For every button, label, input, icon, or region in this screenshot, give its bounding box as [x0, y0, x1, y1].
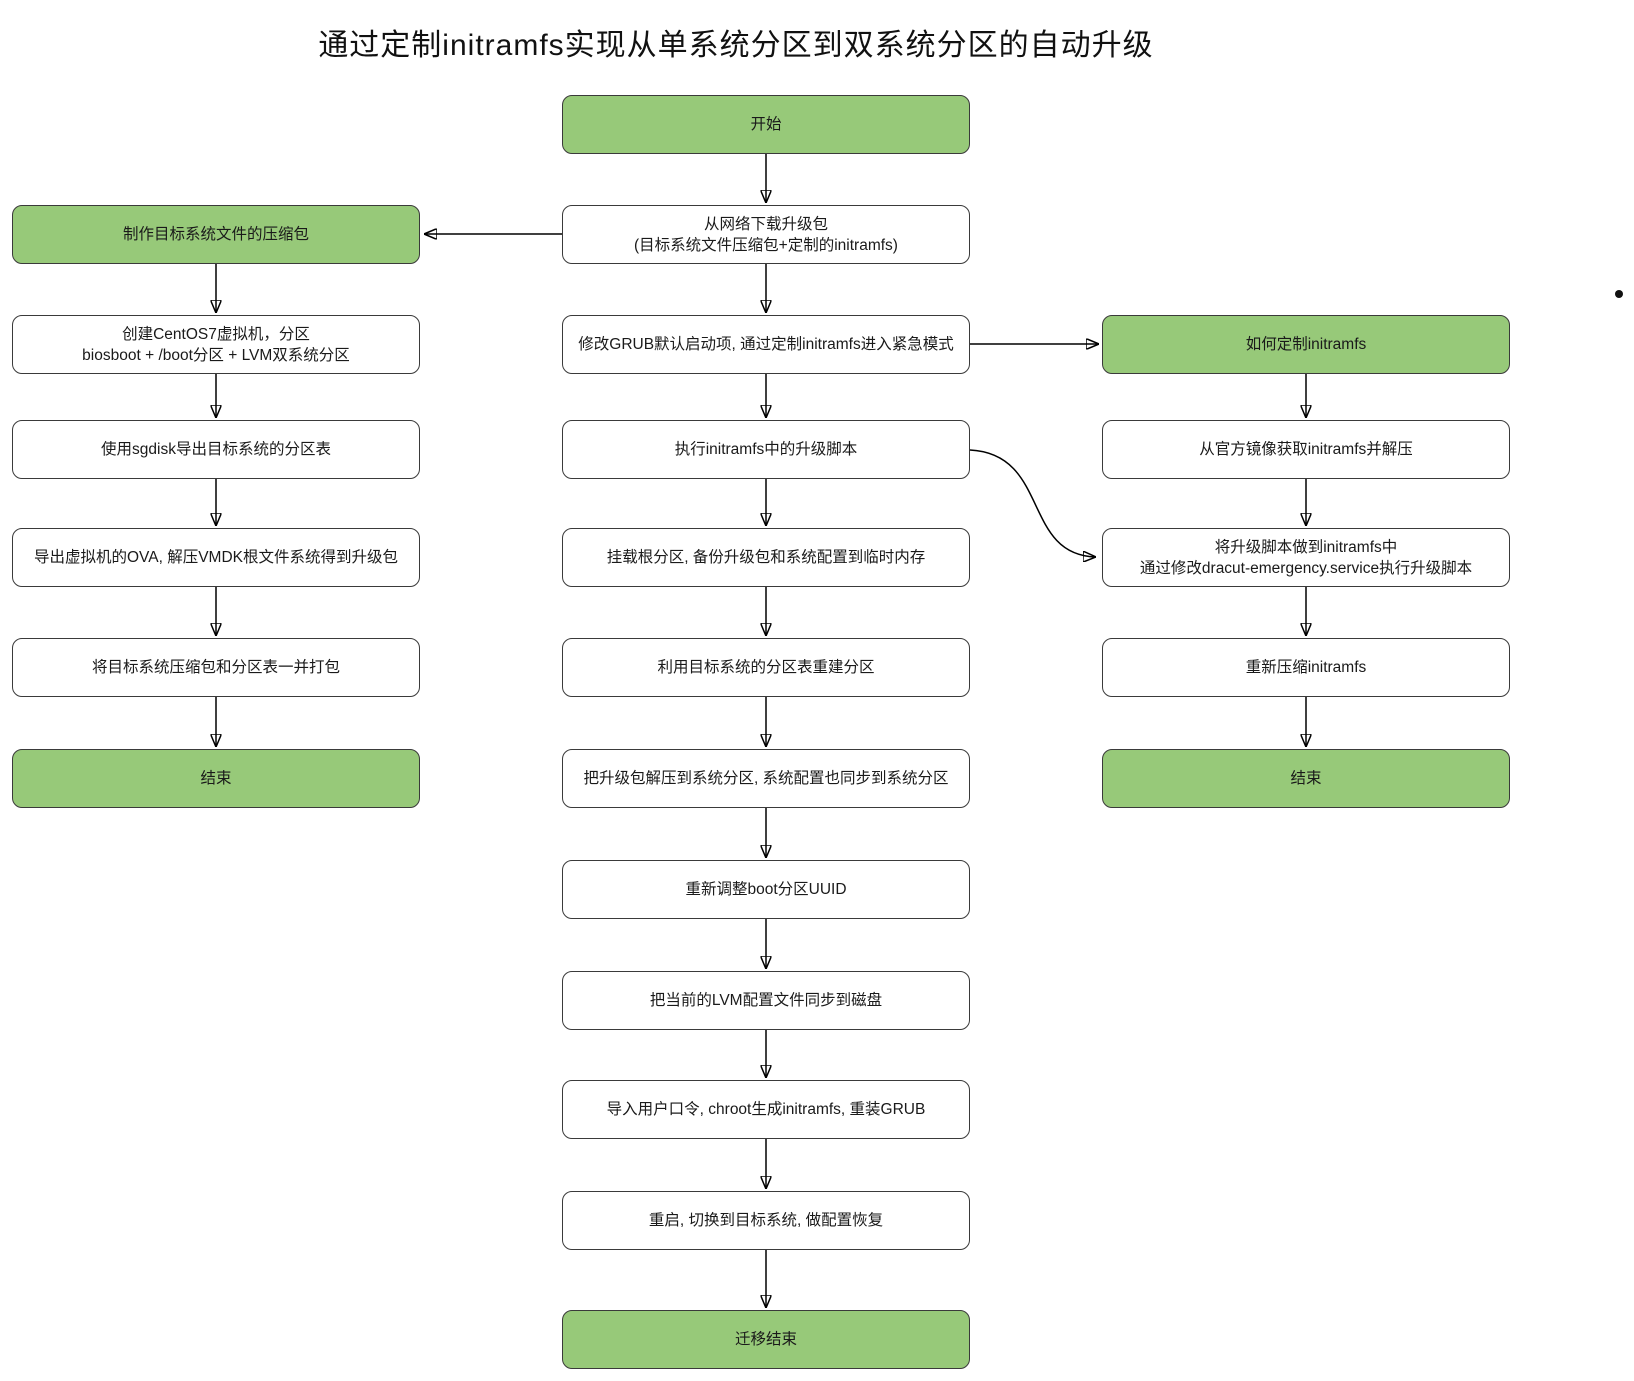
flow-node-mount-root: 挂载根分区, 备份升级包和系统配置到临时内存	[562, 528, 970, 587]
flow-node-export-ova: 导出虚拟机的OVA, 解压VMDK根文件系统得到升级包	[12, 528, 420, 587]
diagram-title: 通过定制initramfs实现从单系统分区到双系统分区的自动升级	[318, 29, 1154, 62]
flow-node-reboot-switch: 重启, 切换到目标系统, 做配置恢复	[562, 1191, 970, 1250]
flow-node-export-partition-table: 使用sgdisk导出目标系统的分区表	[12, 420, 420, 479]
flow-node-left-end: 结束	[12, 749, 420, 808]
flow-node-rebuild-partitions: 利用目标系统的分区表重建分区	[562, 638, 970, 697]
flow-node-make-tarball: 制作目标系统文件的压缩包	[12, 205, 420, 264]
flow-node-recompress: 重新压缩initramfs	[1102, 638, 1510, 697]
flow-node-run-upgrade-script: 执行initramfs中的升级脚本	[562, 420, 970, 479]
flow-node-create-vm: 创建CentOS7虚拟机，分区 biosboot + /boot分区 + LVM…	[12, 315, 420, 374]
flow-node-start: 开始	[562, 95, 970, 154]
flow-node-sync-lvm-config: 把当前的LVM配置文件同步到磁盘	[562, 971, 970, 1030]
flow-node-pack-together: 将目标系统压缩包和分区表一并打包	[12, 638, 420, 697]
flow-node-download-package: 从网络下载升级包 (目标系统文件压缩包+定制的initramfs)	[562, 205, 970, 264]
flow-node-adjust-boot-uuid: 重新调整boot分区UUID	[562, 860, 970, 919]
arrow-script-to-addscript-curve	[969, 449, 1096, 557]
flow-node-right-end: 结束	[1102, 749, 1510, 808]
flow-node-extract-package: 把升级包解压到系统分区, 系统配置也同步到系统分区	[562, 749, 970, 808]
flow-node-get-initramfs: 从官方镜像获取initramfs并解压	[1102, 420, 1510, 479]
flow-node-add-script: 将升级脚本做到initramfs中 通过修改dracut-emergency.s…	[1102, 528, 1510, 587]
flow-node-import-password: 导入用户口令, chroot生成initramfs, 重装GRUB	[562, 1080, 970, 1139]
flow-node-how-to-customize: 如何定制initramfs	[1102, 315, 1510, 374]
flow-node-modify-grub: 修改GRUB默认启动项, 通过定制initramfs进入紧急模式	[562, 315, 970, 374]
stray-dot	[1615, 290, 1623, 298]
flow-node-migration-end: 迁移结束	[562, 1310, 970, 1369]
